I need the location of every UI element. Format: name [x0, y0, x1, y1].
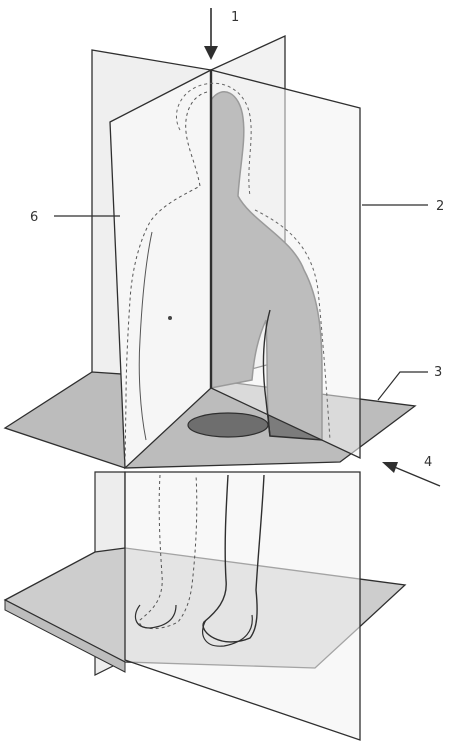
callout-2-label: 2 [436, 199, 444, 214]
callout-4-line [392, 466, 440, 486]
callout-4-label: 4 [424, 455, 432, 470]
pelvis-section [188, 413, 268, 437]
callout-1-arrowhead [204, 46, 218, 60]
nipple-mark [168, 316, 172, 320]
callout-4-arrowhead [382, 462, 398, 473]
sagittal-plane-lower [125, 472, 360, 740]
callout-1-label: 1 [231, 10, 239, 25]
callout-6-label: 6 [30, 210, 38, 225]
callout-3-label: 3 [434, 365, 442, 380]
callout-3-line [378, 372, 428, 400]
